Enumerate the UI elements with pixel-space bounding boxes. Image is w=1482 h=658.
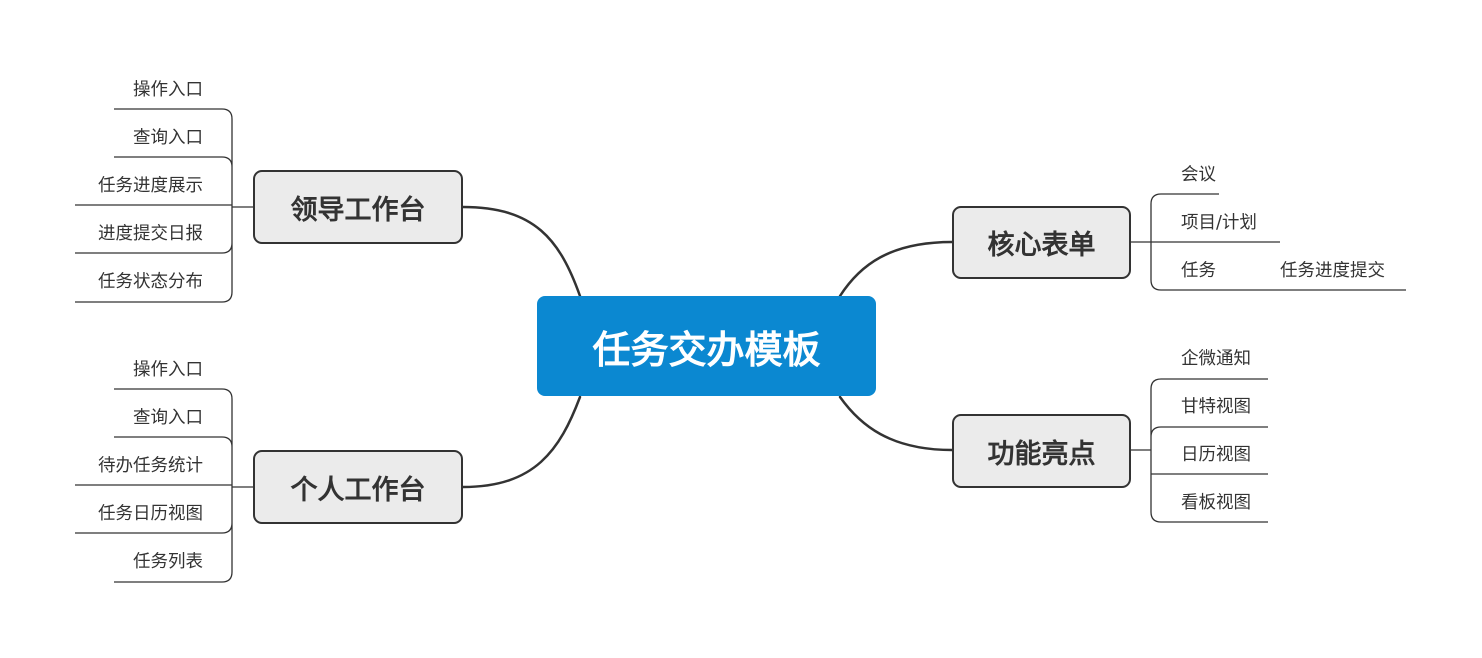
leaf-core-project-plan[interactable]: 项目/计划	[1181, 213, 1257, 233]
branch-leader-workbench[interactable]: 领导工作台	[253, 170, 463, 244]
leaf-personal-operation-entry[interactable]: 操作入口	[133, 360, 203, 380]
connector-central-leader	[461, 205, 582, 298]
leaf-personal-task-list[interactable]: 任务列表	[133, 552, 203, 572]
connector-central-personal	[461, 395, 582, 489]
leaf-leader-status-distribution[interactable]: 任务状态分布	[98, 272, 203, 292]
leaf-personal-query-entry[interactable]: 查询入口	[133, 408, 203, 428]
leaf-core-task-progress-submit[interactable]: 任务进度提交	[1280, 261, 1385, 281]
branch-personal-workbench[interactable]: 个人工作台	[253, 450, 463, 524]
leaf-leader-progress-display[interactable]: 任务进度展示	[98, 176, 203, 196]
leaf-leader-operation-entry[interactable]: 操作入口	[133, 80, 203, 100]
leaf-feature-calendar-view[interactable]: 日历视图	[1181, 445, 1251, 465]
branch-features[interactable]: 功能亮点	[952, 414, 1131, 488]
bracket-features	[1131, 378, 1268, 523]
central-topic[interactable]: 任务交办模板	[537, 296, 876, 396]
leaf-leader-daily-report[interactable]: 进度提交日报	[98, 224, 203, 244]
leaf-core-task[interactable]: 任务	[1181, 261, 1216, 281]
branch-core-forms[interactable]: 核心表单	[952, 206, 1131, 279]
leaf-feature-kanban-view[interactable]: 看板视图	[1181, 493, 1251, 513]
leaf-feature-wecom-notify[interactable]: 企微通知	[1181, 349, 1251, 369]
connector-central-core	[838, 240, 954, 298]
leaf-feature-gantt-view[interactable]: 甘特视图	[1181, 397, 1251, 417]
bracket-personal	[75, 388, 253, 583]
leaf-personal-calendar-view[interactable]: 任务日历视图	[98, 504, 203, 524]
bracket-leader	[75, 108, 253, 303]
leaf-core-meeting[interactable]: 会议	[1181, 165, 1216, 185]
leaf-personal-todo-stats[interactable]: 待办任务统计	[98, 456, 203, 476]
leaf-leader-query-entry[interactable]: 查询入口	[133, 128, 203, 148]
connector-central-features	[838, 395, 954, 452]
bracket-core	[1131, 193, 1406, 291]
